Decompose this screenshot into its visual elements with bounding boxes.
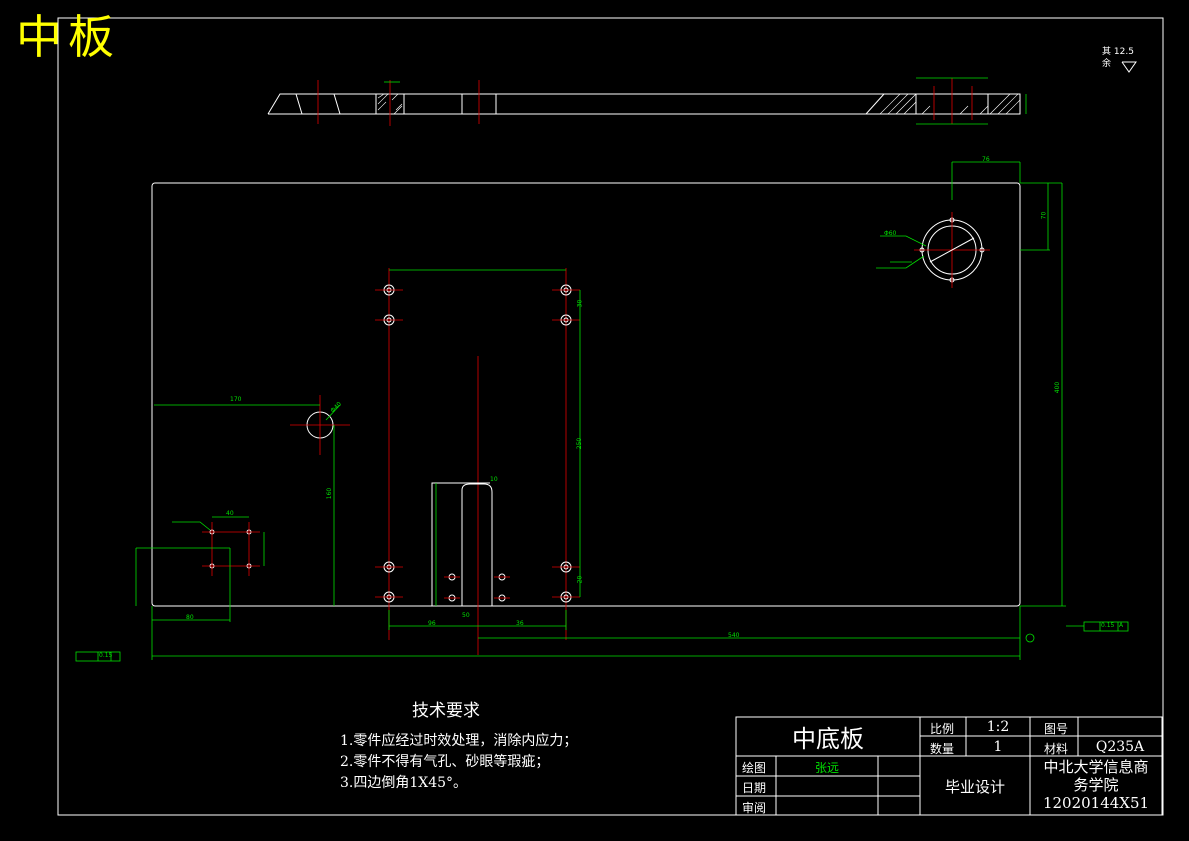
date-label: 日期 [742,781,767,795]
scale-value: 1:2 [986,719,1010,735]
hole-columns [375,268,581,655]
dim-70: 70 [1040,211,1048,220]
dim-30: 30 [576,299,584,308]
dim-170: 170 [230,396,242,403]
dim-40: 40 [226,510,234,517]
title-block-grid [735,716,1163,816]
project-label: 毕业设计 [944,778,1005,796]
qty-value: 1 [993,739,1003,755]
tech-item-2: 2.零件不得有气孔、砂眼等瑕疵； [340,754,550,770]
banner-title: 中板 [16,10,120,64]
tol-box-left: 0.15 [99,652,113,659]
tech-requirements: 技术要求 1.零件应经过时效处理，消除内应力； 2.零件不得有气孔、砂眼等瑕疵；… [340,696,577,794]
dim-20: 20 [576,575,584,584]
drawn-value: 张远 [814,761,839,775]
slot-cutout [431,482,510,606]
school-name: 中北大学信息商 务学院 12020144X51 [1030,758,1162,812]
scale-label: 比例 [930,722,955,736]
roughness-symbol [1121,61,1137,73]
drawn-label: 绘图 [742,761,767,775]
side-view [267,77,1027,126]
large-hole [876,161,1066,607]
material-value: Q235A [1095,739,1145,755]
dim-250: 250 [576,437,584,450]
dim-80: 80 [186,614,194,621]
roughness-label: 其 12.5 余 [1102,46,1134,70]
school-line-1: 中北大学信息商 [1043,758,1149,776]
dim-540: 540 [728,632,740,639]
roughness-char1: 其 [1102,47,1112,57]
overall-dimensions [75,606,1129,662]
roughness-char2: 余 [1102,59,1112,69]
tech-item-1: 1.零件应经过时效处理，消除内应力； [340,733,578,749]
school-line-2: 务学院 [1073,776,1119,794]
roughness-value: 12.5 [1113,47,1134,57]
drawing-no-label: 图号 [1044,722,1069,736]
dim-10: 10 [490,476,498,483]
dim-160: 160 [326,487,334,500]
tol-box-right: 0.15 [1101,622,1115,629]
tech-heading: 技术要求 [412,701,480,721]
dim-400: 400 [1054,381,1062,394]
dim-phi60: Φ60 [884,230,897,237]
part-name: 中底板 [792,725,864,753]
mid-hole [154,395,350,606]
qty-label: 数量 [930,742,955,756]
dim-50: 50 [462,612,470,619]
student-id: 12020144X51 [1042,794,1150,812]
review-label: 审阅 [742,801,767,815]
drawing-frame [57,17,1164,816]
small-hole-pattern [135,516,265,622]
material-label: 材料 [1044,742,1069,756]
tech-item-3: 3.四边倒角1X45°。 [340,775,468,791]
dim-36: 36 [516,620,524,627]
dim-76: 76 [982,156,990,163]
dim-96: 96 [428,620,436,627]
plate-outline [151,182,1021,607]
datum-label: A [1119,622,1124,629]
